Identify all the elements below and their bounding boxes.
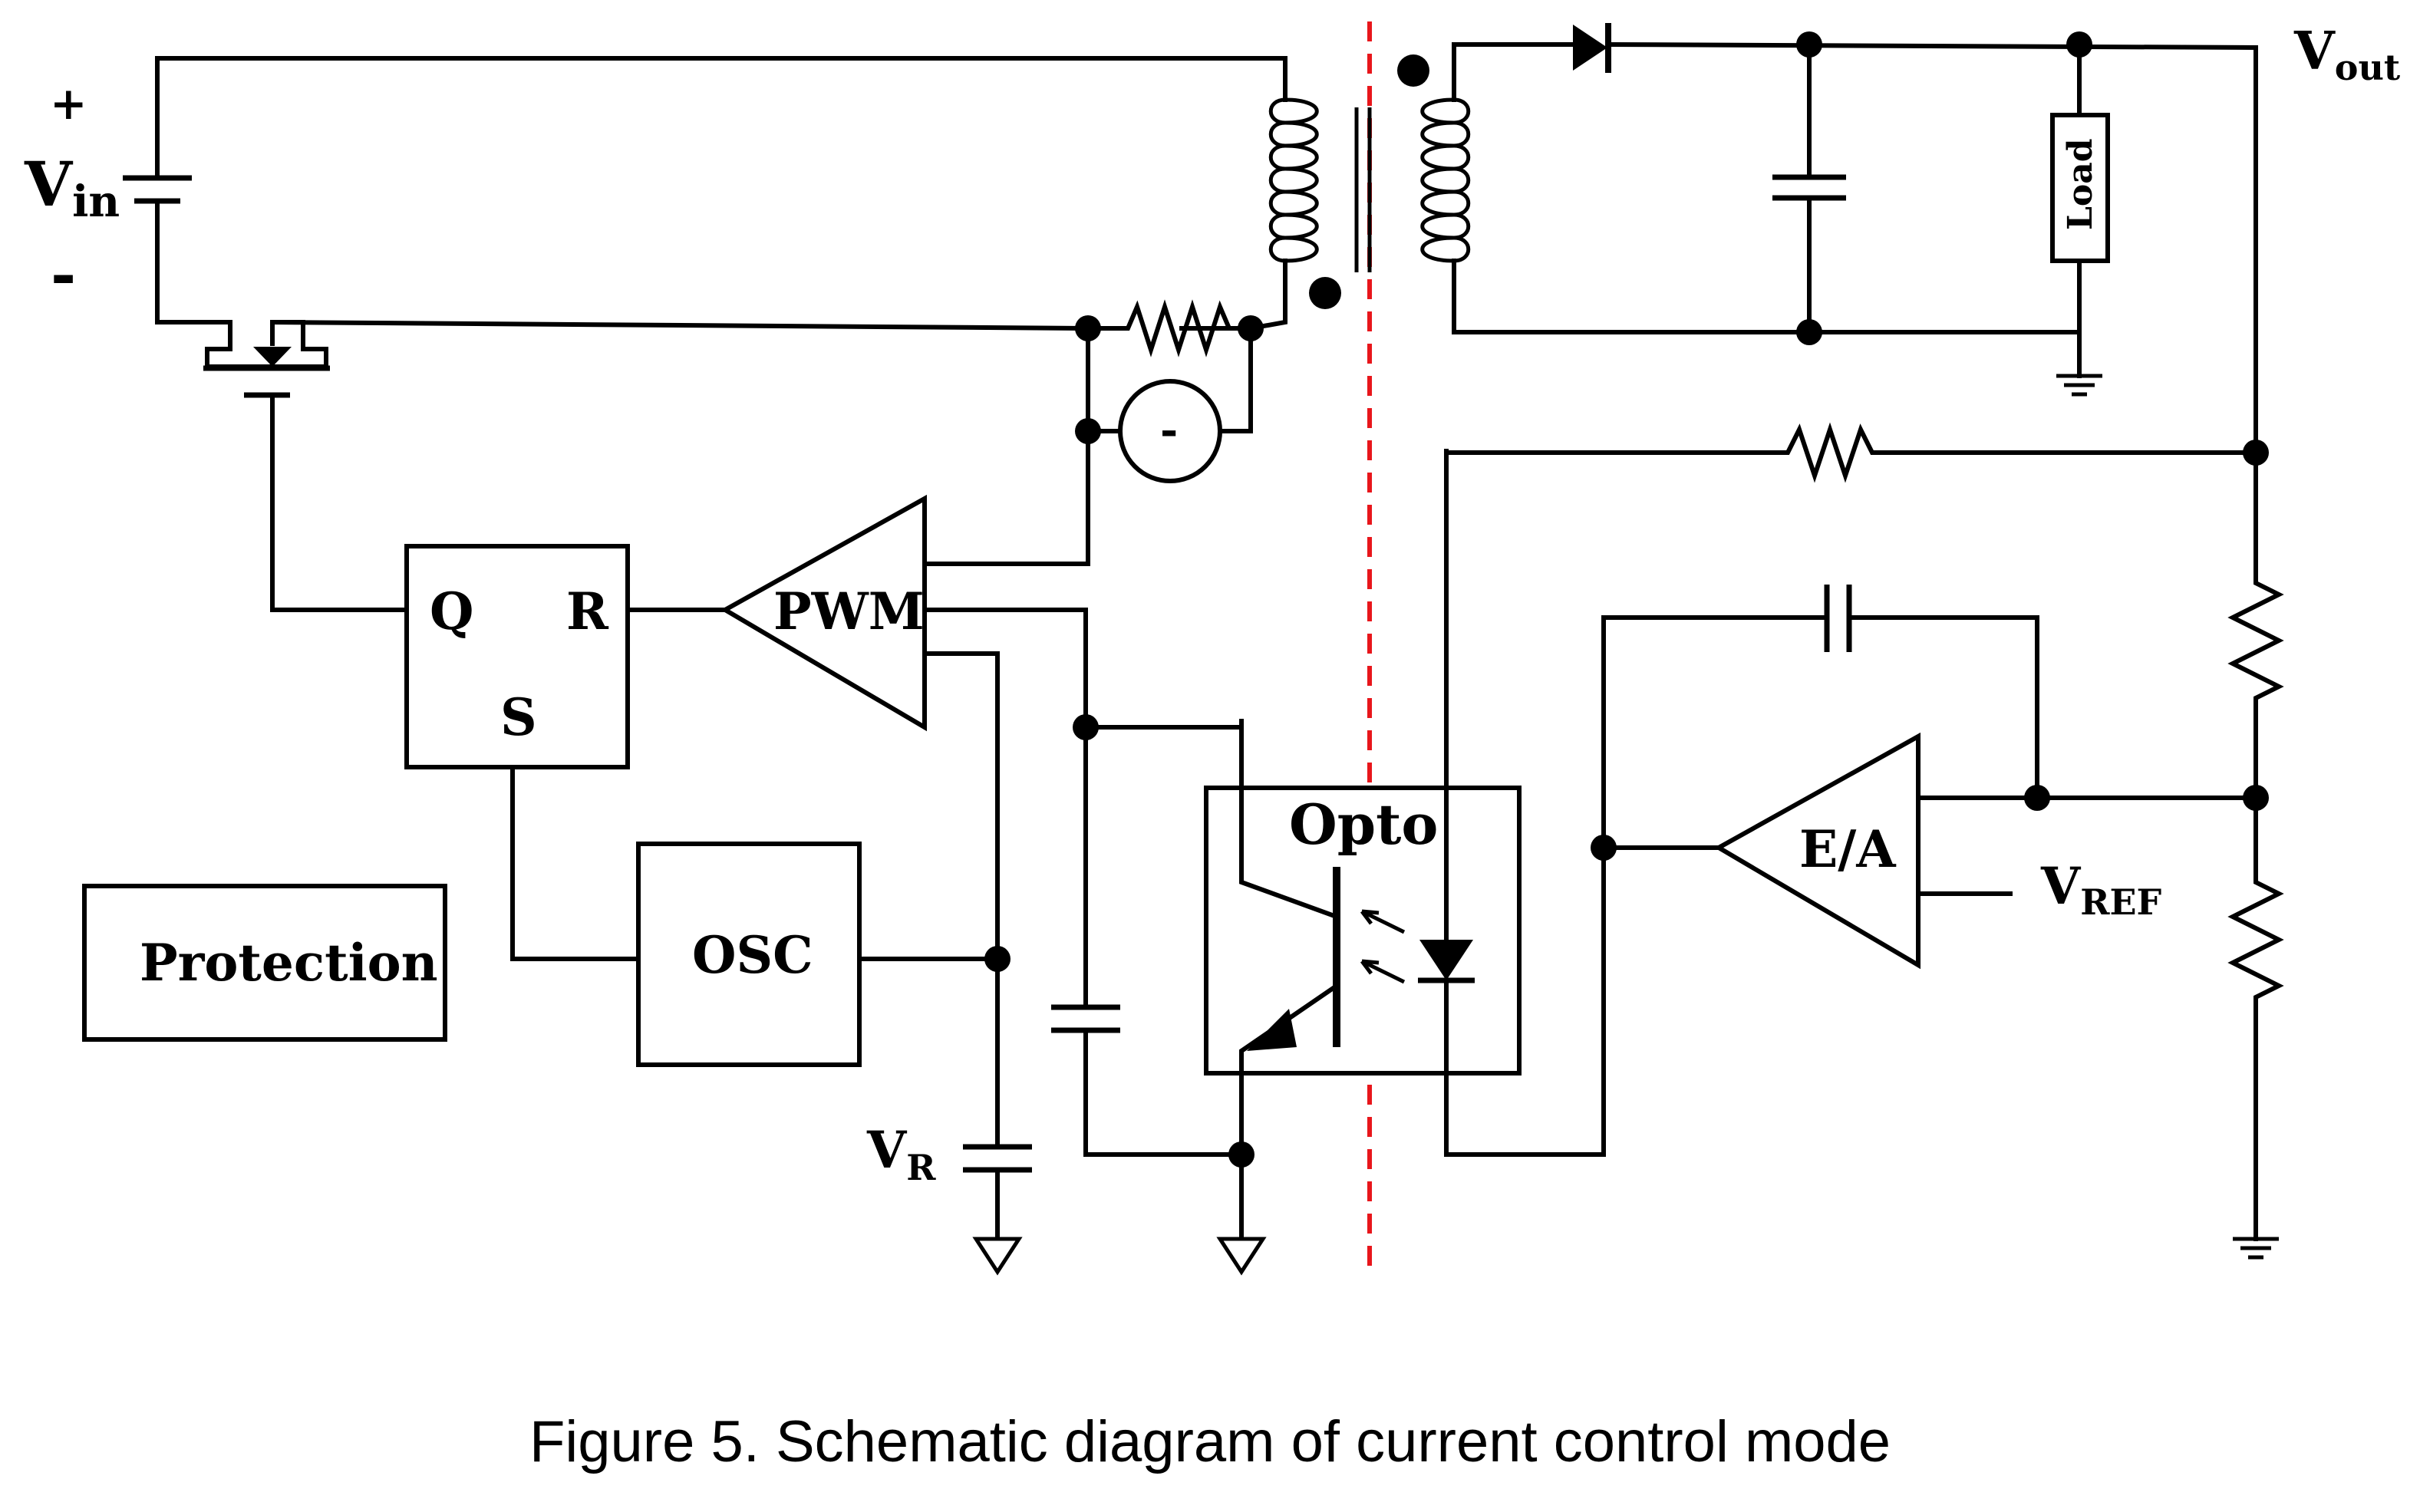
opto-led: [1418, 449, 1606, 1157]
vref-label: VREF: [2040, 856, 2162, 923]
sr-latch: [404, 544, 630, 769]
secondary-top-wire: [1452, 42, 1575, 102]
input-rail-wire: [155, 56, 1287, 102]
vref-label-main: V: [2040, 856, 2082, 916]
led-bias-wire: [1444, 422, 2258, 483]
s-to-osc-wire: [510, 765, 641, 961]
primary-comp-capacitor: [1051, 725, 1244, 1157]
pwm-feedback-wire: [922, 608, 1244, 800]
osc-label: OSC: [692, 925, 813, 985]
vin-plus-label: +: [50, 77, 87, 130]
phototransistor: [1239, 719, 1340, 1157]
protection-block: [82, 884, 447, 1042]
vr-label-main: V: [866, 1120, 908, 1180]
figure-caption: Figure 5. Schematic diagram of current c…: [529, 1409, 1891, 1474]
latch-r-label: R: [566, 581, 609, 641]
primary-winding: [1268, 97, 1319, 263]
oscillator-block: [636, 842, 862, 1067]
ea-comp-capacitor: [1601, 585, 2039, 850]
sense-to-pwm-wire: [922, 429, 1090, 566]
vref-label-sub: REF: [2080, 881, 2161, 923]
transformer: [1268, 54, 1471, 309]
output-rail-wire: [1605, 41, 2258, 455]
sense-source: [1118, 379, 1222, 483]
output-diode: [1573, 23, 1611, 73]
vr-label: VR: [866, 1120, 936, 1188]
pwm-label: PWM: [773, 581, 925, 641]
opto-label: Opto: [1289, 792, 1438, 857]
opto-light-arrows: [1360, 909, 1406, 984]
input-battery: [123, 56, 192, 324]
pwm-ramp-wire: [922, 651, 1000, 961]
protection-label: Protection: [140, 933, 438, 993]
load-label: Load: [2061, 138, 2100, 230]
vout-label: Vout: [2293, 21, 2401, 88]
opto-ground: [1216, 1237, 1267, 1276]
secondary-bottom-wire: [1452, 259, 2082, 334]
output-capacitor: [1772, 42, 1846, 334]
mosfet-switch: [203, 320, 409, 612]
primary-polarity-dot: [1309, 277, 1341, 309]
vr-label-sub: R: [906, 1147, 936, 1188]
divider-lower-resistor: [2227, 796, 2284, 1260]
error-amplifier: [1713, 732, 1921, 970]
opto-coupler: [1204, 786, 1522, 1076]
vout-label-main: V: [2293, 21, 2336, 82]
vin-label-sub: in: [72, 176, 120, 227]
pwm-comparator: [720, 494, 927, 732]
sense-resistor: [1083, 299, 1253, 357]
latch-q-label: Q: [430, 581, 474, 641]
vout-label-sub: out: [2335, 47, 2401, 88]
vin-minus-label: -: [51, 238, 76, 310]
phototransistor-arrow: [1247, 1009, 1297, 1051]
sense-source-label: -: [1160, 405, 1178, 456]
load-resistor: Load: [2050, 42, 2110, 397]
vin-label-main: V: [24, 148, 74, 220]
vin-label: Vin: [24, 148, 120, 227]
ea-label: E/A: [1799, 819, 1896, 879]
latch-s-label: S: [500, 687, 537, 747]
secondary-polarity-dot: [1397, 54, 1429, 87]
divider-upper-resistor: [2227, 450, 2284, 800]
source-return-wire: [155, 319, 1089, 351]
ramp-capacitor: [963, 957, 1032, 1276]
secondary-winding: [1420, 97, 1471, 263]
mosfet-arrow: [253, 347, 292, 367]
